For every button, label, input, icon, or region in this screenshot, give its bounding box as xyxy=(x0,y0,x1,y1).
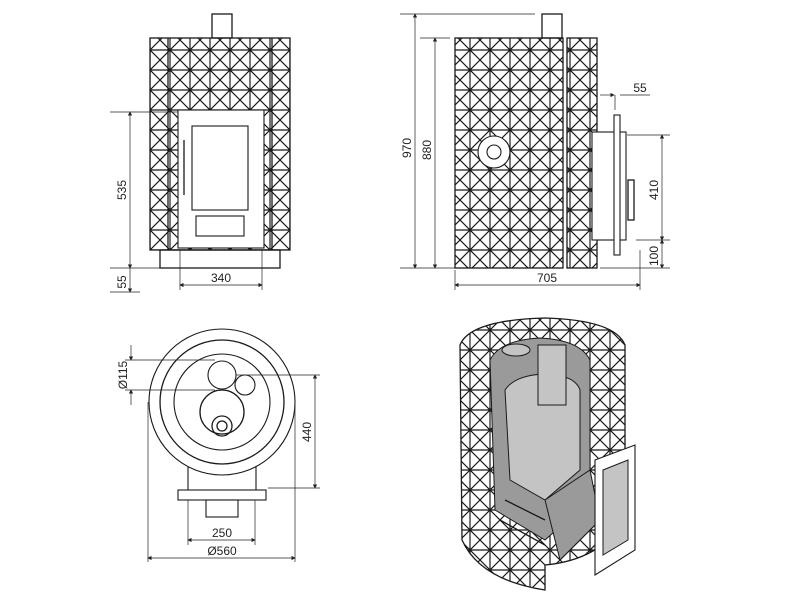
dim-705: 705 xyxy=(537,271,557,285)
grate-bars xyxy=(499,499,546,546)
dim-250: 250 xyxy=(212,526,232,540)
grate-inner xyxy=(216,420,228,432)
dim-410: 410 xyxy=(647,180,661,200)
dim-55-door: 55 xyxy=(633,81,647,95)
dim-880: 880 xyxy=(420,140,434,160)
side-view: 970 880 55 410 100 705 xyxy=(400,13,670,290)
door-flange xyxy=(177,489,267,501)
dim-340: 340 xyxy=(211,271,231,285)
top-view: Ø115 440 250 Ø560 xyxy=(116,328,320,562)
stove-base xyxy=(159,249,281,269)
chimney-outlet xyxy=(207,360,237,390)
ash-vent xyxy=(195,215,245,237)
dim-970: 970 xyxy=(400,138,414,158)
door-glass xyxy=(191,125,249,211)
chimney-pipe xyxy=(211,13,233,39)
dim-100: 100 xyxy=(647,246,661,266)
dim-d560: Ø560 xyxy=(207,544,237,558)
cutaway-isometric-view xyxy=(459,317,636,591)
flue-channel xyxy=(537,344,567,406)
door-side xyxy=(613,114,621,256)
door-frame xyxy=(591,131,627,241)
secondary-opening xyxy=(234,374,256,396)
chimney-pipe xyxy=(541,13,563,39)
chimney-outlet xyxy=(501,343,531,357)
front-view: 535 55 340 xyxy=(110,13,291,293)
door-handle xyxy=(627,179,635,221)
dim-55-leg: 55 xyxy=(115,275,129,289)
shell-inner-ring xyxy=(159,339,285,465)
ash-box xyxy=(205,499,239,518)
grate-outer xyxy=(211,415,233,437)
door-glass xyxy=(602,459,629,556)
dim-535: 535 xyxy=(115,180,129,200)
dim-d115: Ø115 xyxy=(116,360,130,389)
lattice-ring-inner xyxy=(486,144,502,160)
dim-440: 440 xyxy=(300,422,314,442)
firebox-chamber xyxy=(199,389,245,435)
